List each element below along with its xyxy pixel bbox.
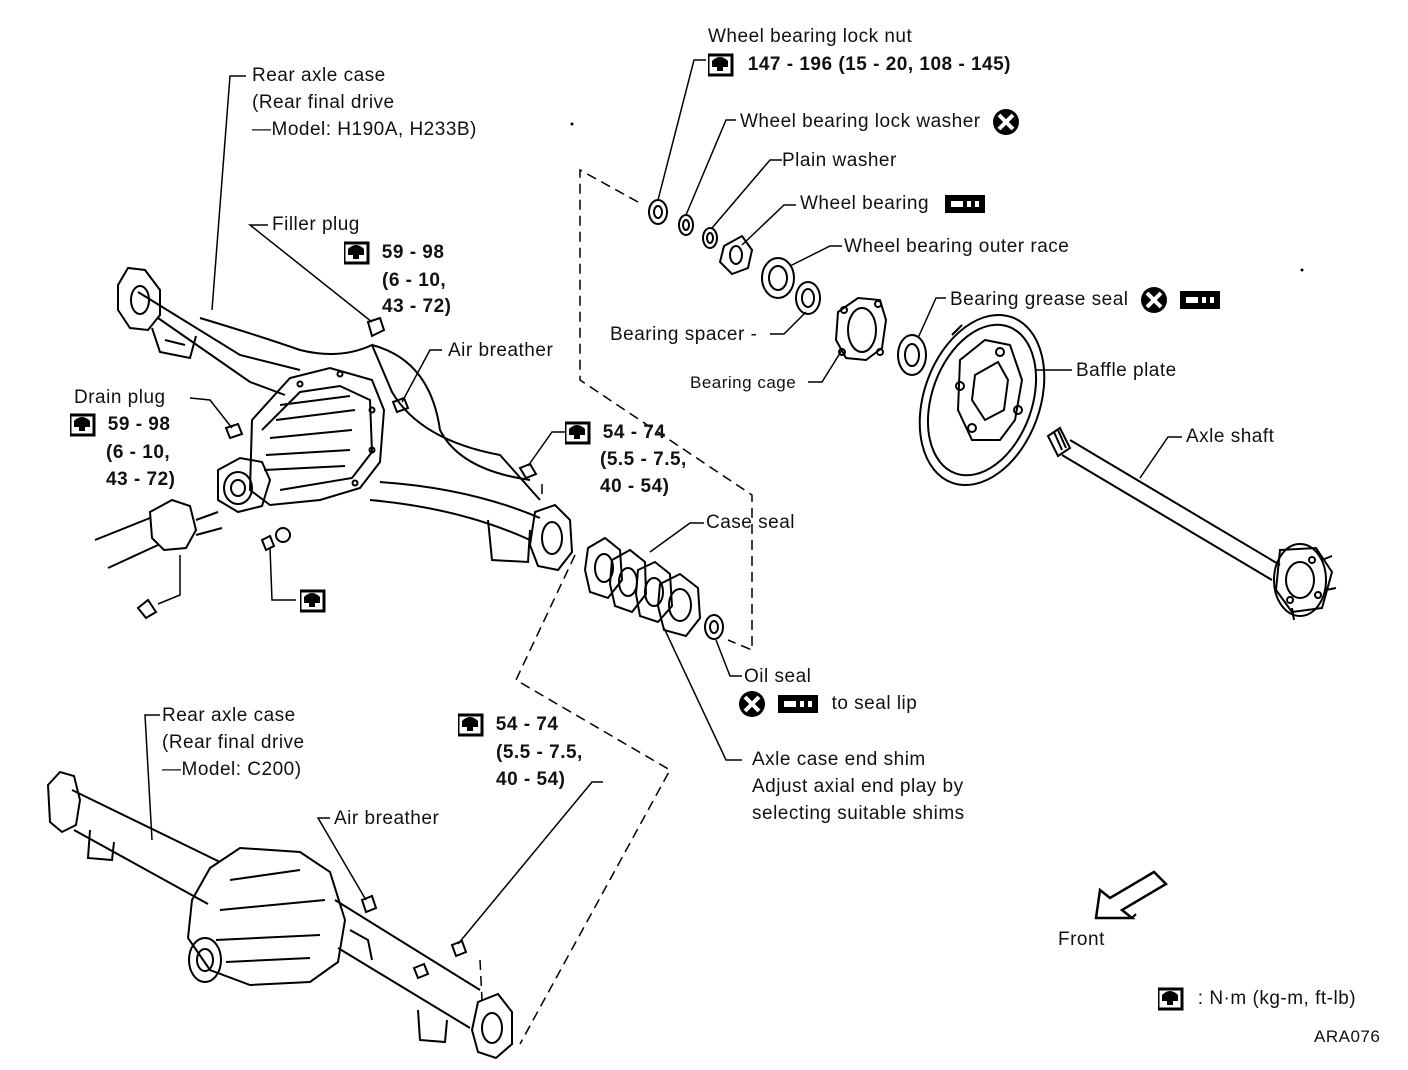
figure-code: ARA076 (1314, 1027, 1381, 1046)
filler-torque-2: (6 - 10, (382, 270, 447, 291)
label-rear-axle-case-c-model: —Model: C200) (162, 759, 302, 780)
label-wheel-bearing-lock-nut: Wheel bearing lock nut (708, 26, 913, 47)
legend-units-text: : N·m (kg-m, ft-lb) (1197, 988, 1357, 1009)
torque-wrench-icon (300, 589, 326, 613)
grease-icon (1180, 291, 1221, 309)
torque-drain-plug: 59 - 98 (70, 412, 170, 438)
filler-torque-1: 59 - 98 (381, 242, 445, 263)
wheel-bearing-stack (648, 199, 1337, 621)
dashed-guides (479, 168, 753, 1045)
label-case-seal: Case seal (706, 512, 795, 533)
replace-x-icon (1140, 286, 1169, 314)
grease-icon (777, 695, 818, 713)
bolt2-torque-2: (5.5 - 7.5, (496, 742, 583, 763)
label-axle-case-end-shim-note-2: selecting suitable shims (752, 803, 965, 824)
torque-bolt-lower: 54 - 74 (458, 712, 558, 738)
label-plain-washer: Plain washer (782, 150, 897, 171)
label-air-breather-upper: Air breather (448, 340, 554, 361)
replace-x-icon (738, 690, 766, 718)
label-bearing-grease-seal: Bearing grease seal (950, 286, 1222, 314)
bolt2-torque-3: 40 - 54) (496, 769, 566, 790)
label-front: Front (1058, 929, 1105, 950)
torque-lock-nut-value: 147 - 196 (15 - 20, 108 - 145) (747, 54, 1011, 75)
label-rear-axle-case-c: Rear axle case (162, 705, 296, 726)
oil-seal-note: to seal lip (738, 690, 917, 718)
lock-washer-text: Wheel bearing lock washer (740, 111, 981, 133)
label-baffle-plate: Baffle plate (1076, 360, 1177, 381)
torque-bolt-upper: 54 - 74 (565, 420, 665, 446)
label-rear-axle-case-h: Rear axle case (252, 65, 386, 86)
torque-wrench-icon (565, 421, 591, 445)
label-bearing-cage: Bearing cage (690, 373, 797, 392)
label-axle-case-end-shim: Axle case end shim (752, 749, 926, 770)
grease-icon (944, 194, 985, 213)
torque-pinion-bolt (300, 588, 326, 614)
oil-seal-note-text: to seal lip (831, 693, 918, 715)
label-rear-axle-case-c-note: (Rear final drive (162, 732, 305, 753)
bearing-spacer-text: Bearing spacer (610, 324, 745, 345)
torque-filler-plug: 59 - 98 (344, 240, 444, 266)
bolt-torque-1: 54 - 74 (602, 422, 666, 443)
label-oil-seal: Oil seal (744, 666, 812, 687)
rear-axle-case-upper (94, 266, 574, 620)
torque-lock-nut: 147 - 196 (15 - 20, 108 - 145) (708, 52, 1011, 78)
label-axle-case-end-shim-note-1: Adjust axial end play by (752, 776, 964, 797)
torque-wrench-icon (1158, 987, 1184, 1011)
label-wheel-bearing: Wheel bearing (800, 191, 987, 217)
label-wheel-bearing-outer-race: Wheel bearing outer race (844, 236, 1070, 257)
label-drain-plug: Drain plug (74, 387, 166, 408)
replace-x-icon (992, 108, 1021, 136)
torque-wrench-icon (458, 713, 484, 737)
torque-wrench-icon (344, 241, 370, 265)
label-air-breather-lower: Air breather (334, 808, 440, 829)
label-rear-axle-case-h-note: (Rear final drive (252, 92, 395, 113)
drain-torque-2: (6 - 10, (106, 442, 171, 463)
label-bearing-spacer: Bearing spacer - (610, 324, 758, 345)
label-axle-shaft: Axle shaft (1186, 426, 1275, 447)
torque-wrench-icon (708, 53, 734, 77)
legend-torque-units: : N·m (kg-m, ft-lb) (1158, 986, 1356, 1012)
torque-wrench-icon (70, 413, 96, 437)
label-filler-plug: Filler plug (272, 214, 360, 235)
drain-torque-1: 59 - 98 (107, 414, 171, 435)
bolt2-torque-1: 54 - 74 (495, 714, 559, 735)
grease-seal-text: Bearing grease seal (950, 289, 1129, 311)
bolt-torque-3: 40 - 54) (600, 476, 670, 497)
bolt-torque-2: (5.5 - 7.5, (600, 449, 687, 470)
wheel-bearing-text: Wheel bearing (800, 193, 930, 214)
rear-axle-case-lower (46, 770, 513, 1060)
front-arrow-icon (1094, 870, 1169, 920)
drain-torque-3: 43 - 72) (106, 469, 176, 490)
label-rear-axle-case-h-model: —Model: H190A, H233B) (252, 119, 477, 140)
leader-lines (144, 59, 1182, 945)
label-wheel-bearing-lock-washer: Wheel bearing lock washer (740, 108, 1021, 136)
filler-torque-3: 43 - 72) (382, 296, 452, 317)
case-seal-shims (583, 536, 724, 640)
